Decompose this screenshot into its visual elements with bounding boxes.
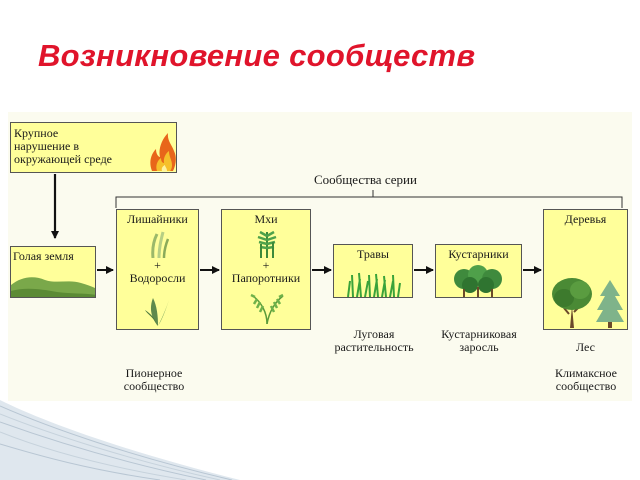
stage-box-trees: Деревья (543, 209, 628, 330)
caption-line: Кустарниковая (441, 327, 517, 341)
stage-label: Мхи (254, 212, 278, 226)
stage-box-mosses: Мхи + Папоротники (221, 209, 311, 330)
stage-plus: + (154, 258, 161, 272)
deciduous-tree-icon (552, 278, 592, 328)
bare-ground-label: Голая земля (13, 249, 74, 263)
stage-label2: Папоротники (231, 271, 301, 285)
stage-label: Травы (357, 247, 389, 261)
ground-icon (11, 277, 95, 297)
stage-label: Лишайники (127, 212, 188, 226)
grass-icon (347, 272, 401, 297)
stage-box-grasses: Травы (333, 244, 413, 298)
pioneer-line: сообщество (123, 379, 185, 393)
algae-icon (145, 298, 169, 326)
climax-line: Климаксное (554, 366, 617, 380)
caption-line: Луговая (353, 327, 395, 341)
series-label: Сообщества серии (314, 172, 417, 187)
stage-label: Кустарники (448, 247, 509, 261)
stage-box-lichens: Лишайники + Водоросли (116, 209, 199, 330)
stage-box-shrubs: Кустарники (435, 244, 522, 298)
bare-ground-box: Голая земля (10, 246, 96, 298)
disturbance-box: Крупное нарушение в окружающей среде (10, 122, 177, 173)
fire-icon (150, 133, 176, 171)
disturbance-line: окружающей среде (14, 152, 113, 166)
caption-line: растительность (334, 340, 414, 354)
lichen-icon (151, 231, 169, 258)
shrubs-icon (454, 265, 502, 297)
stage-plus: + (262, 258, 270, 272)
disturbance-line: нарушение в (14, 139, 79, 153)
climax-line: сообщество (555, 379, 617, 393)
series-bracket (115, 196, 623, 208)
stage-label: Деревья (564, 212, 607, 226)
caption-line: Лес (575, 340, 595, 354)
corner-swoosh-decoration (0, 400, 240, 480)
stage-label2: Водоросли (129, 271, 186, 285)
pioneer-line: Пионерное (125, 366, 183, 380)
slide-title: Возникновение сообществ (38, 38, 476, 73)
disturbance-line: Крупное (14, 126, 59, 140)
caption-line: заросль (459, 340, 499, 354)
conifer-tree-icon (596, 280, 624, 328)
moss-icon (257, 230, 277, 258)
fern-icon (250, 293, 284, 324)
